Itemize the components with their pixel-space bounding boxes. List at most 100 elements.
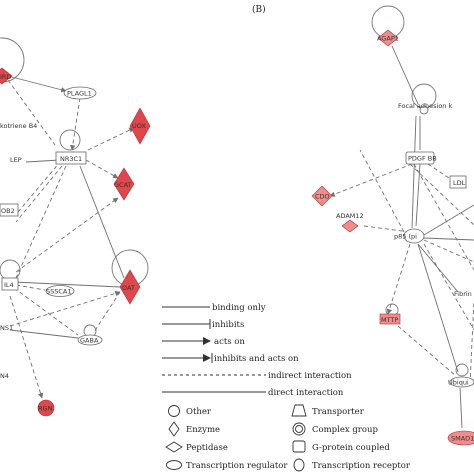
legend-arrow-acts-on [203, 337, 211, 345]
node-gcat-shape [113, 167, 135, 201]
node-gaba-label: GABA [80, 337, 99, 345]
edge-p85-right4 [423, 243, 474, 331]
node-fibrinogen-label: Fibrin [454, 290, 472, 298]
edge-il4-sssca1 [15, 284, 46, 291]
node-ubiquitin-shape [449, 376, 474, 388]
edge-il4-gaba [13, 287, 79, 336]
node-mttp-label: MTTP [381, 316, 398, 324]
node-p85-label: p85 (pi [394, 233, 417, 241]
edge-p85-right2 [423, 237, 474, 241]
node-n4-label: N4 [0, 372, 9, 380]
node-ns1-label: NS1 [0, 324, 13, 332]
edge-p85-mttp [386, 243, 411, 315]
node-agap1-label: AGAP1 [377, 35, 399, 43]
legend-direct-interaction: direct interaction [268, 388, 344, 398]
node-cdo-label: CDO [315, 193, 330, 201]
legend-peptidase: Peptidase [186, 443, 228, 453]
edge-il4-oat [13, 281, 121, 288]
edge-il4-rgn [9, 295, 44, 399]
node-lep-label: LEP [10, 156, 22, 164]
legend-other: Other [186, 407, 212, 417]
edge-p85-right3 [423, 239, 474, 263]
edge-agap1-focal [391, 45, 419, 105]
edge-pdgf-p85 [415, 163, 421, 227]
node-nr3c1-label: NR3C1 [60, 155, 82, 163]
node-rgn-label: RGN [38, 405, 53, 413]
node-ubiquitin-label: Ubiqui [448, 379, 469, 387]
node-focal-label: Focal adhesion k [398, 102, 452, 110]
legend-complex-group: Complex group [312, 425, 378, 435]
node-il4-shape [1, 277, 19, 291]
node-ob2-label: OB2 [1, 207, 15, 215]
legend-transcription-receptor-icon [293, 458, 305, 472]
edge-ob2-nr3c1 [17, 161, 61, 213]
edge-lep-nr3c1 [25, 159, 61, 163]
right-network-edges [329, 45, 474, 429]
edge-ubiquitin-smad1 [459, 387, 463, 429]
legend-transcription-regulator-icon [166, 460, 182, 470]
legend-enzyme: Enzyme [186, 425, 220, 435]
edge-nr3c1-gcat [85, 159, 119, 179]
edge-ns1-oat [9, 290, 121, 327]
edge-nr3c1-ob2 [15, 165, 63, 223]
node-ird-shape [0, 67, 13, 85]
edge-il4-gcat [15, 197, 119, 273]
legend-indirect-interaction: indirect interaction [268, 371, 352, 381]
edge-mttp-ubiquitin [397, 325, 457, 377]
node-ldl-label: LDL [453, 179, 466, 187]
edge-pdgf-right1 [409, 163, 474, 226]
node-plagl1-shape [63, 86, 97, 100]
node-sssca1-label: SSSCA1 [46, 288, 72, 296]
legend-complex-group-icon [292, 422, 306, 436]
legend-acts-on: acts on [214, 337, 245, 347]
node-sssca1-shape [45, 285, 75, 297]
edge-ns1-gaba [9, 329, 79, 339]
node-agap1-shape [377, 29, 399, 47]
edge-adam12-p85 [363, 225, 411, 233]
left-network-edges [7, 75, 135, 399]
node-rgn-shape [37, 399, 55, 417]
edge-pdgf-ldl [427, 163, 453, 181]
edge-nr3c1-oat [79, 165, 125, 279]
edge-nr3c1-uox [87, 127, 135, 151]
legend-transporter: Transporter [312, 407, 365, 417]
node-nr3c1-shape [55, 151, 87, 165]
node-uox-shape [129, 107, 151, 145]
self-loop-il4 [0, 259, 21, 281]
edge-ird-plagl1 [7, 75, 67, 93]
node-adam12-shape [341, 219, 359, 233]
node-adam12-label: ADAM12 [336, 212, 364, 220]
node-ird-label: IRD [0, 73, 11, 81]
node-smad1-label: SMAD1 [451, 435, 474, 443]
node-pdgf-label: PDGF BB [408, 155, 437, 163]
legend-enzyme-icon [168, 421, 180, 437]
legend-transcription-regulator: Transcription regulator [186, 461, 288, 471]
edge-p85-ubiquitin [417, 243, 459, 373]
legend-transcription-receptor: Transcription receptor [312, 461, 411, 471]
edge-ird-nr3c1 [7, 79, 56, 146]
edge-ubiquitin-right [469, 299, 474, 385]
node-gcat-label: GCAT [114, 181, 132, 189]
legend-inhibits: inhibits [212, 320, 244, 330]
legend-binding-only: binding only [212, 303, 266, 313]
edge-cdo-pdgf [329, 163, 413, 197]
edge-oat-gaba [93, 291, 121, 333]
node-plagl1-label: PLAGL1 [67, 90, 92, 98]
legend-other-icon [168, 405, 180, 417]
legend-inhibits-and-acts-on: inhibits and acts on [214, 354, 299, 364]
node-pdgf-shape [405, 151, 435, 165]
node-mttp-shape [379, 313, 401, 325]
node-ob2-shape [0, 203, 19, 217]
node-gaba-shape [77, 334, 103, 346]
node-ldl-shape [449, 175, 467, 189]
right-network-nodes: AGAP1 Focal adhesion k ADAM12 PDGF BB CD… [311, 5, 474, 446]
legend-complex-group-icon-inner [295, 425, 303, 433]
legend-edges: binding only inhibits acts on inhibits a… [162, 303, 352, 398]
node-focal-shape [419, 105, 429, 115]
node-oat-shape [119, 269, 141, 305]
legend-g-protein-icon [292, 440, 306, 453]
panel-label: (B) [252, 4, 266, 15]
edge-plagl1-nr3c1 [70, 97, 81, 151]
edge-focal-p85 [411, 115, 417, 229]
